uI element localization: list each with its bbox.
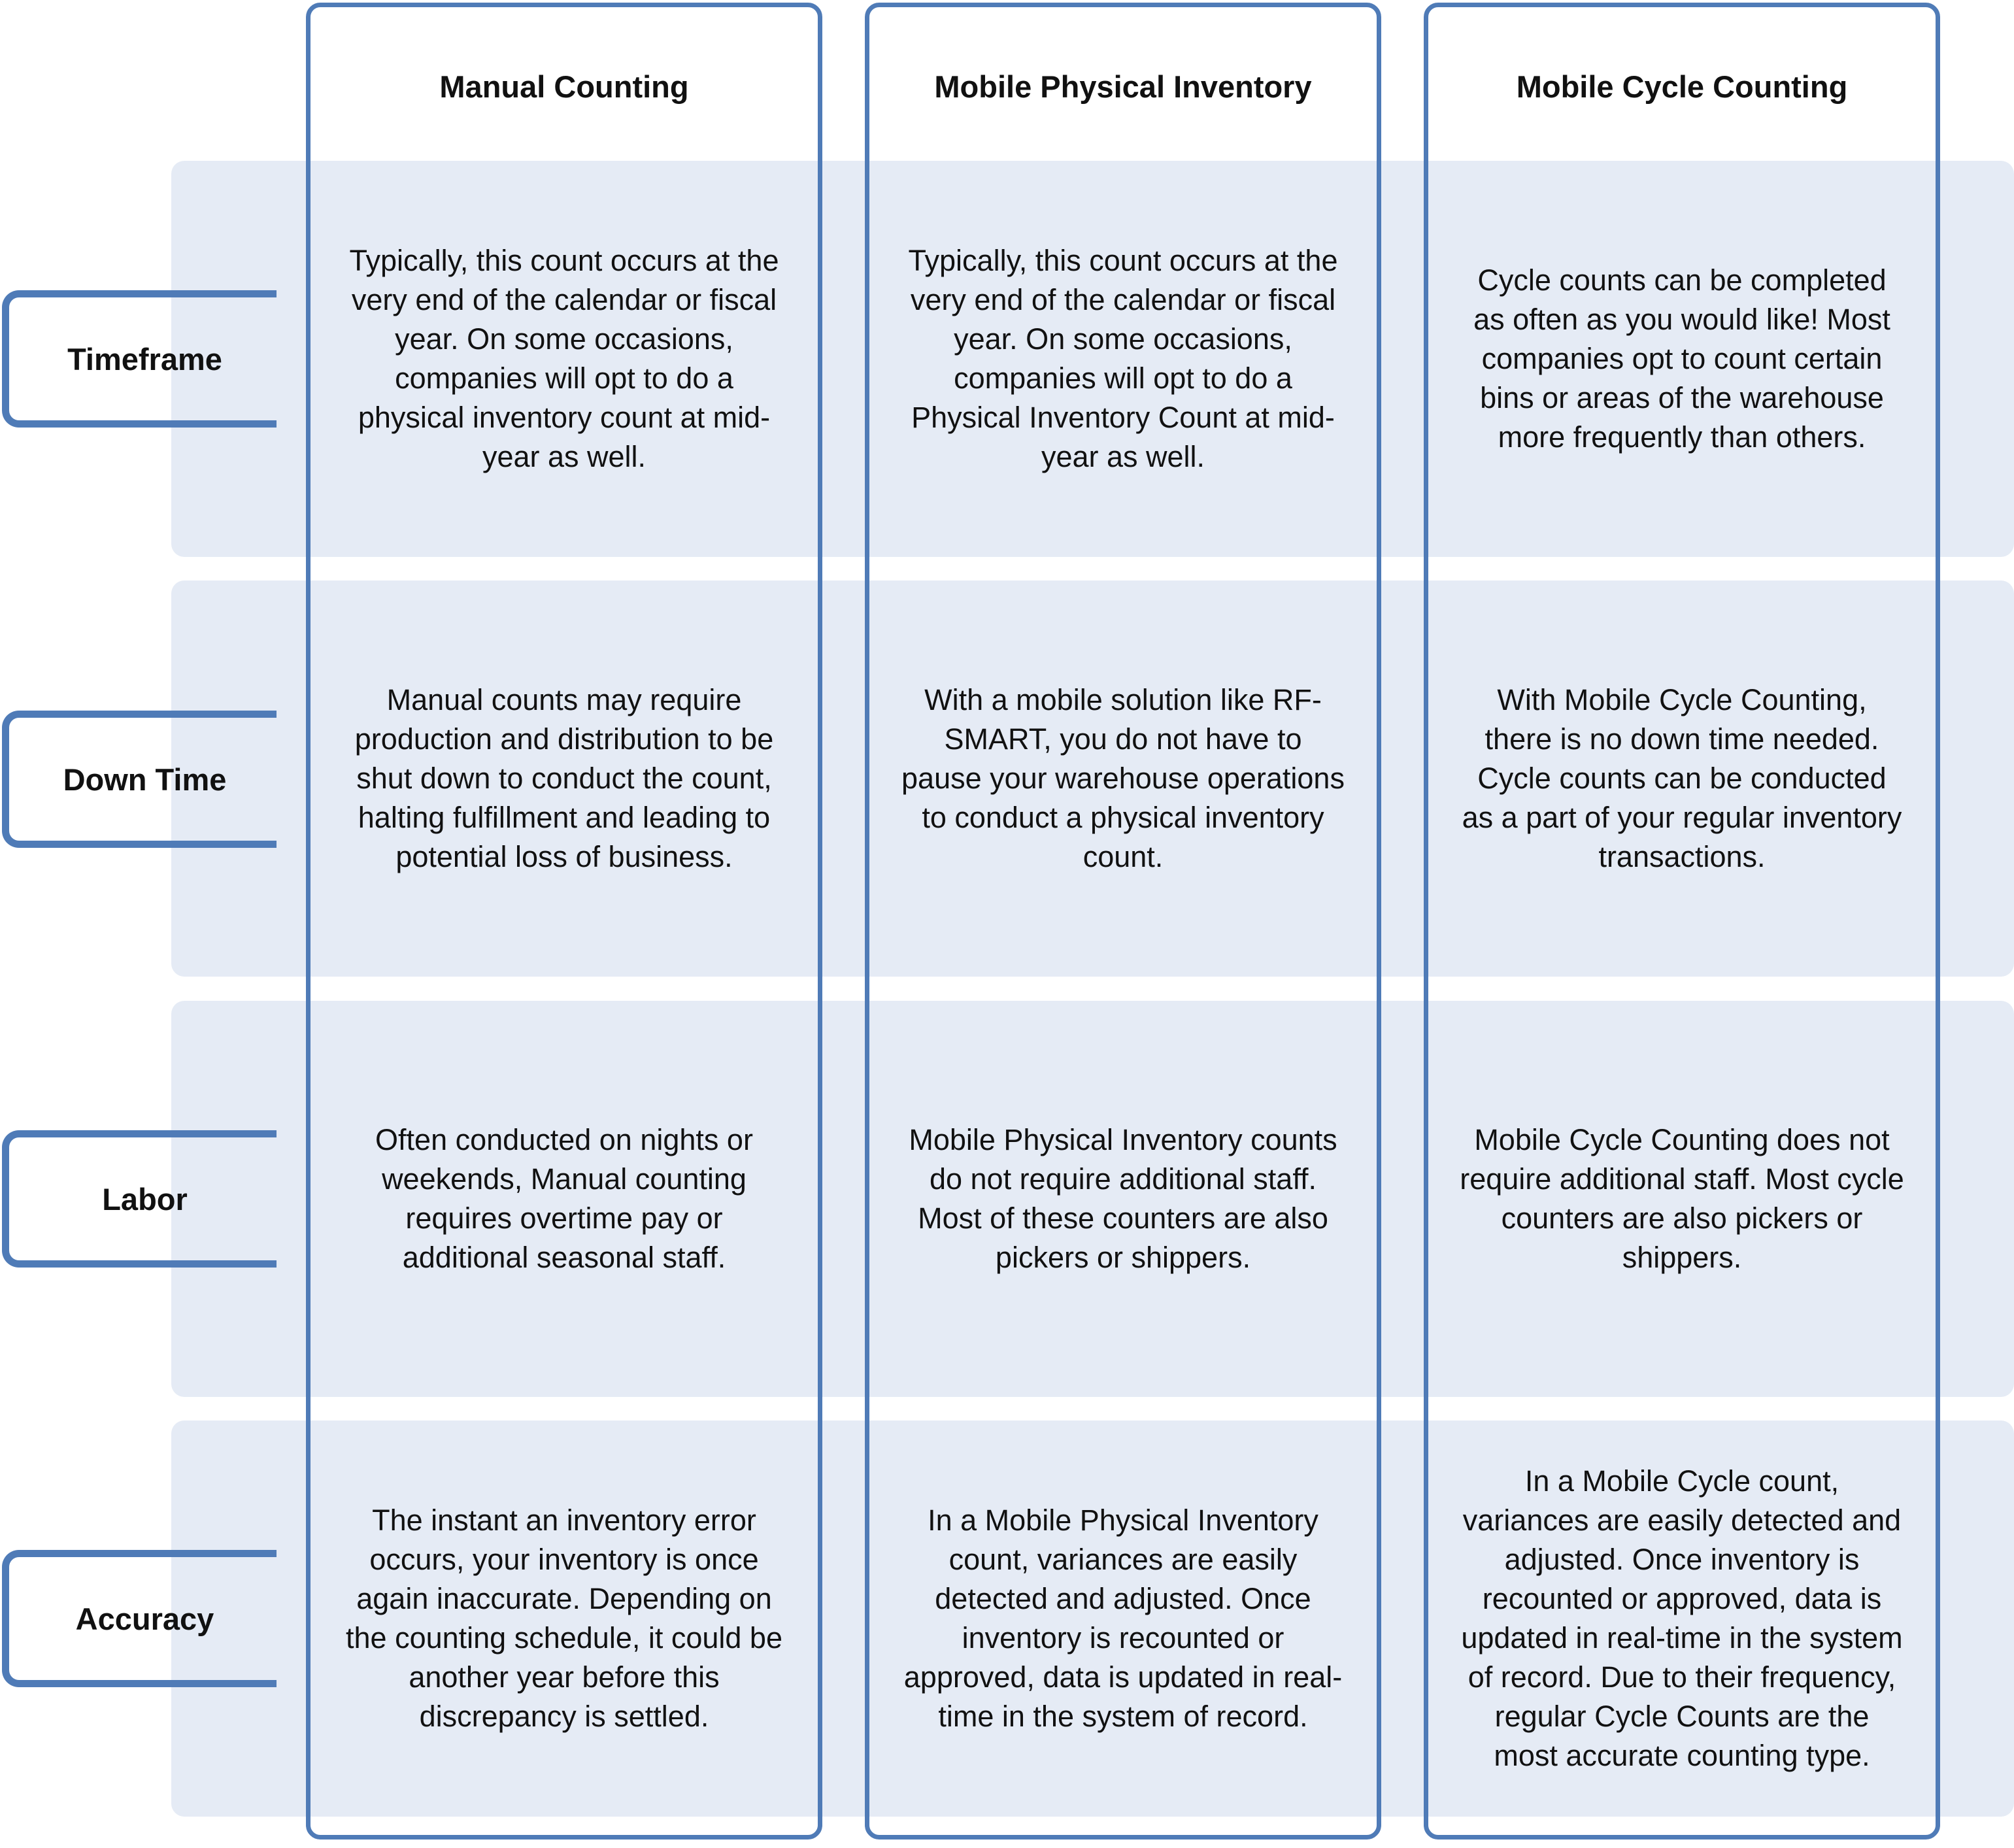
cell-labor-manual-counting: Often conducted on nights or weekends, M… xyxy=(375,1123,753,1274)
cell-down-time-manual-counting: Manual counts may require production and… xyxy=(354,683,774,873)
row-label-accuracy: Accuracy xyxy=(2,1550,277,1687)
cell-down-time-mobile-cycle-counting: With Mobile Cycle Counting, there is no … xyxy=(1462,683,1902,873)
cell-accuracy-mobile-cycle-counting: In a Mobile Cycle count, variances are e… xyxy=(1461,1464,1903,1772)
column-header-manual-counting: Manual Counting xyxy=(439,69,689,104)
row-band-down-time xyxy=(171,580,2014,977)
row-label-labor: Labor xyxy=(2,1130,277,1268)
cell-timeframe-mobile-physical-inventory: Typically, this count occurs at the very… xyxy=(908,244,1338,473)
column-header-mobile-physical-inventory: Mobile Physical Inventory xyxy=(934,69,1312,104)
row-label-timeframe: Timeframe xyxy=(2,290,277,428)
row-label-down-time: Down Time xyxy=(2,711,277,848)
row-band-timeframe xyxy=(171,161,2014,557)
row-band-labor xyxy=(171,1001,2014,1397)
column-frame-manual-counting xyxy=(306,3,822,1840)
column-frame-mobile-physical-inventory xyxy=(865,3,1381,1840)
cell-labor-mobile-physical-inventory: Mobile Physical Inventory counts do not … xyxy=(909,1123,1337,1274)
column-header-mobile-cycle-counting: Mobile Cycle Counting xyxy=(1516,69,1848,104)
cell-accuracy-manual-counting: The instant an inventory error occurs, y… xyxy=(346,1504,782,1733)
row-band-accuracy xyxy=(171,1420,2014,1817)
cell-timeframe-mobile-cycle-counting: Cycle counts can be completed as often a… xyxy=(1473,263,1890,454)
cell-accuracy-mobile-physical-inventory: In a Mobile Physical Inventory count, va… xyxy=(903,1504,1343,1733)
column-frame-mobile-cycle-counting xyxy=(1424,3,1940,1840)
cell-down-time-mobile-physical-inventory: With a mobile solution like RF-SMART, yo… xyxy=(901,683,1345,873)
cell-timeframe-manual-counting: Typically, this count occurs at the very… xyxy=(349,244,779,473)
cell-labor-mobile-cycle-counting: Mobile Cycle Counting does not require a… xyxy=(1460,1123,1904,1274)
